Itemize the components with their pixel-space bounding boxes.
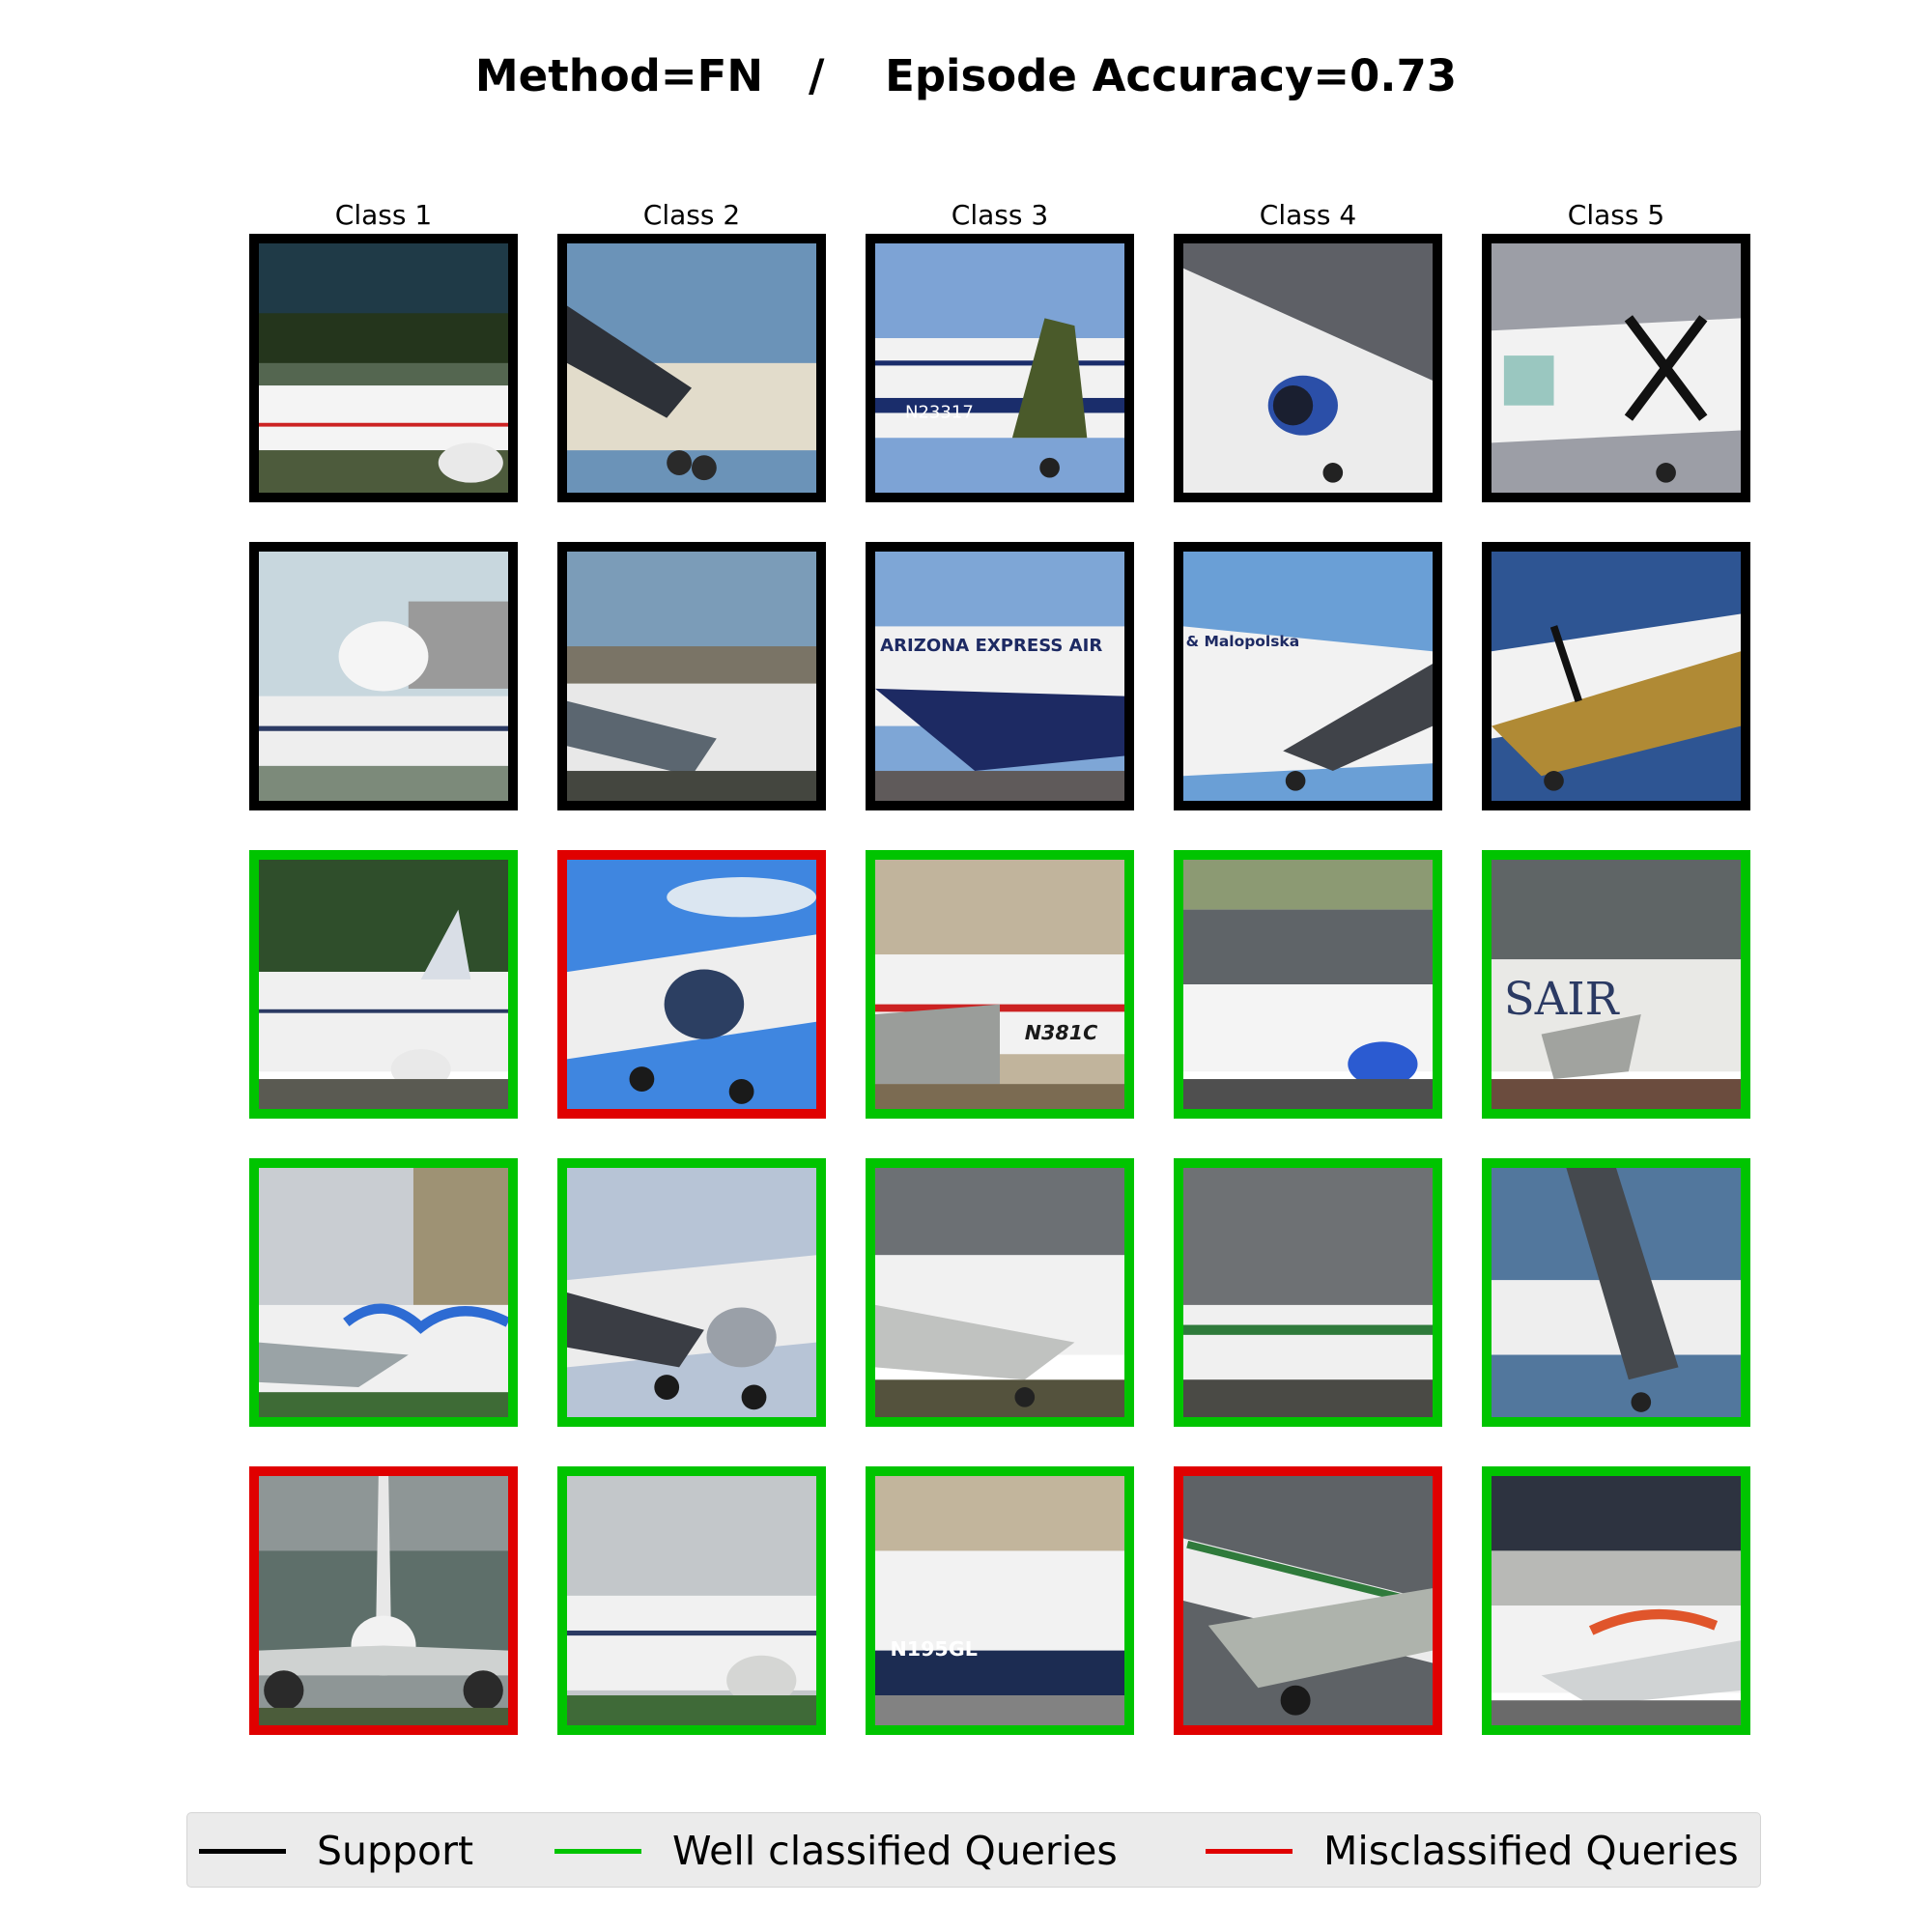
figure-title: Method=FN / Episode Accuracy=0.73 (474, 50, 1458, 101)
legend-swatch-black (199, 1848, 286, 1854)
support-image (249, 542, 518, 810)
support-image: N23317 (866, 234, 1134, 502)
query-image (866, 1158, 1134, 1427)
aircraft-livery-text: & Malopolska (1186, 633, 1300, 650)
support-image (249, 234, 518, 502)
legend-label: Well classified Queries (672, 1828, 1118, 1874)
support-image (557, 542, 826, 810)
query-image: N381C (866, 850, 1134, 1119)
query-image (1482, 1466, 1750, 1735)
legend: Support Well classified Queries Misclass… (186, 1812, 1761, 1888)
legend-swatch-red (1206, 1848, 1293, 1854)
support-image (1482, 234, 1750, 502)
column-label-class-3: Class 3 (951, 199, 1049, 231)
query-image (557, 850, 826, 1119)
column-label-class-5: Class 5 (1567, 199, 1665, 231)
query-image (1174, 1466, 1442, 1735)
legend-swatch-green (554, 1848, 641, 1854)
support-image (1174, 234, 1442, 502)
support-image (1482, 542, 1750, 810)
column-label-class-1: Class 1 (334, 199, 433, 231)
aircraft-livery-text: ARIZONA EXPRESS AIR (880, 636, 1102, 656)
aircraft-registration-text: N381C (1025, 1021, 1097, 1044)
support-image (557, 234, 826, 502)
support-image: & Malopolska (1174, 542, 1442, 810)
support-image: ARIZONA EXPRESS AIR (866, 542, 1134, 810)
query-image (1482, 1158, 1750, 1427)
legend-label: Support (317, 1828, 474, 1874)
legend-item-support: Support (199, 1813, 473, 1889)
query-image (557, 1158, 826, 1427)
aircraft-registration-text: N195GL (890, 1637, 977, 1661)
query-image (1174, 850, 1442, 1119)
query-image: N195GL (866, 1466, 1134, 1735)
legend-label: Misclassified Queries (1323, 1828, 1739, 1874)
aircraft-registration-text: N23317 (905, 403, 974, 423)
column-label-class-2: Class 2 (642, 199, 741, 231)
query-image (1174, 1158, 1442, 1427)
query-image (557, 1466, 826, 1735)
query-image (249, 1466, 518, 1735)
query-image: SAIR (1482, 850, 1750, 1119)
query-image (249, 1158, 518, 1427)
legend-item-misclassified: Misclassified Queries (1206, 1813, 1739, 1889)
query-image (249, 850, 518, 1119)
column-label-class-4: Class 4 (1259, 199, 1357, 231)
legend-item-well-classified: Well classified Queries (554, 1813, 1118, 1889)
aircraft-livery-text: SAIR (1504, 973, 1621, 1025)
